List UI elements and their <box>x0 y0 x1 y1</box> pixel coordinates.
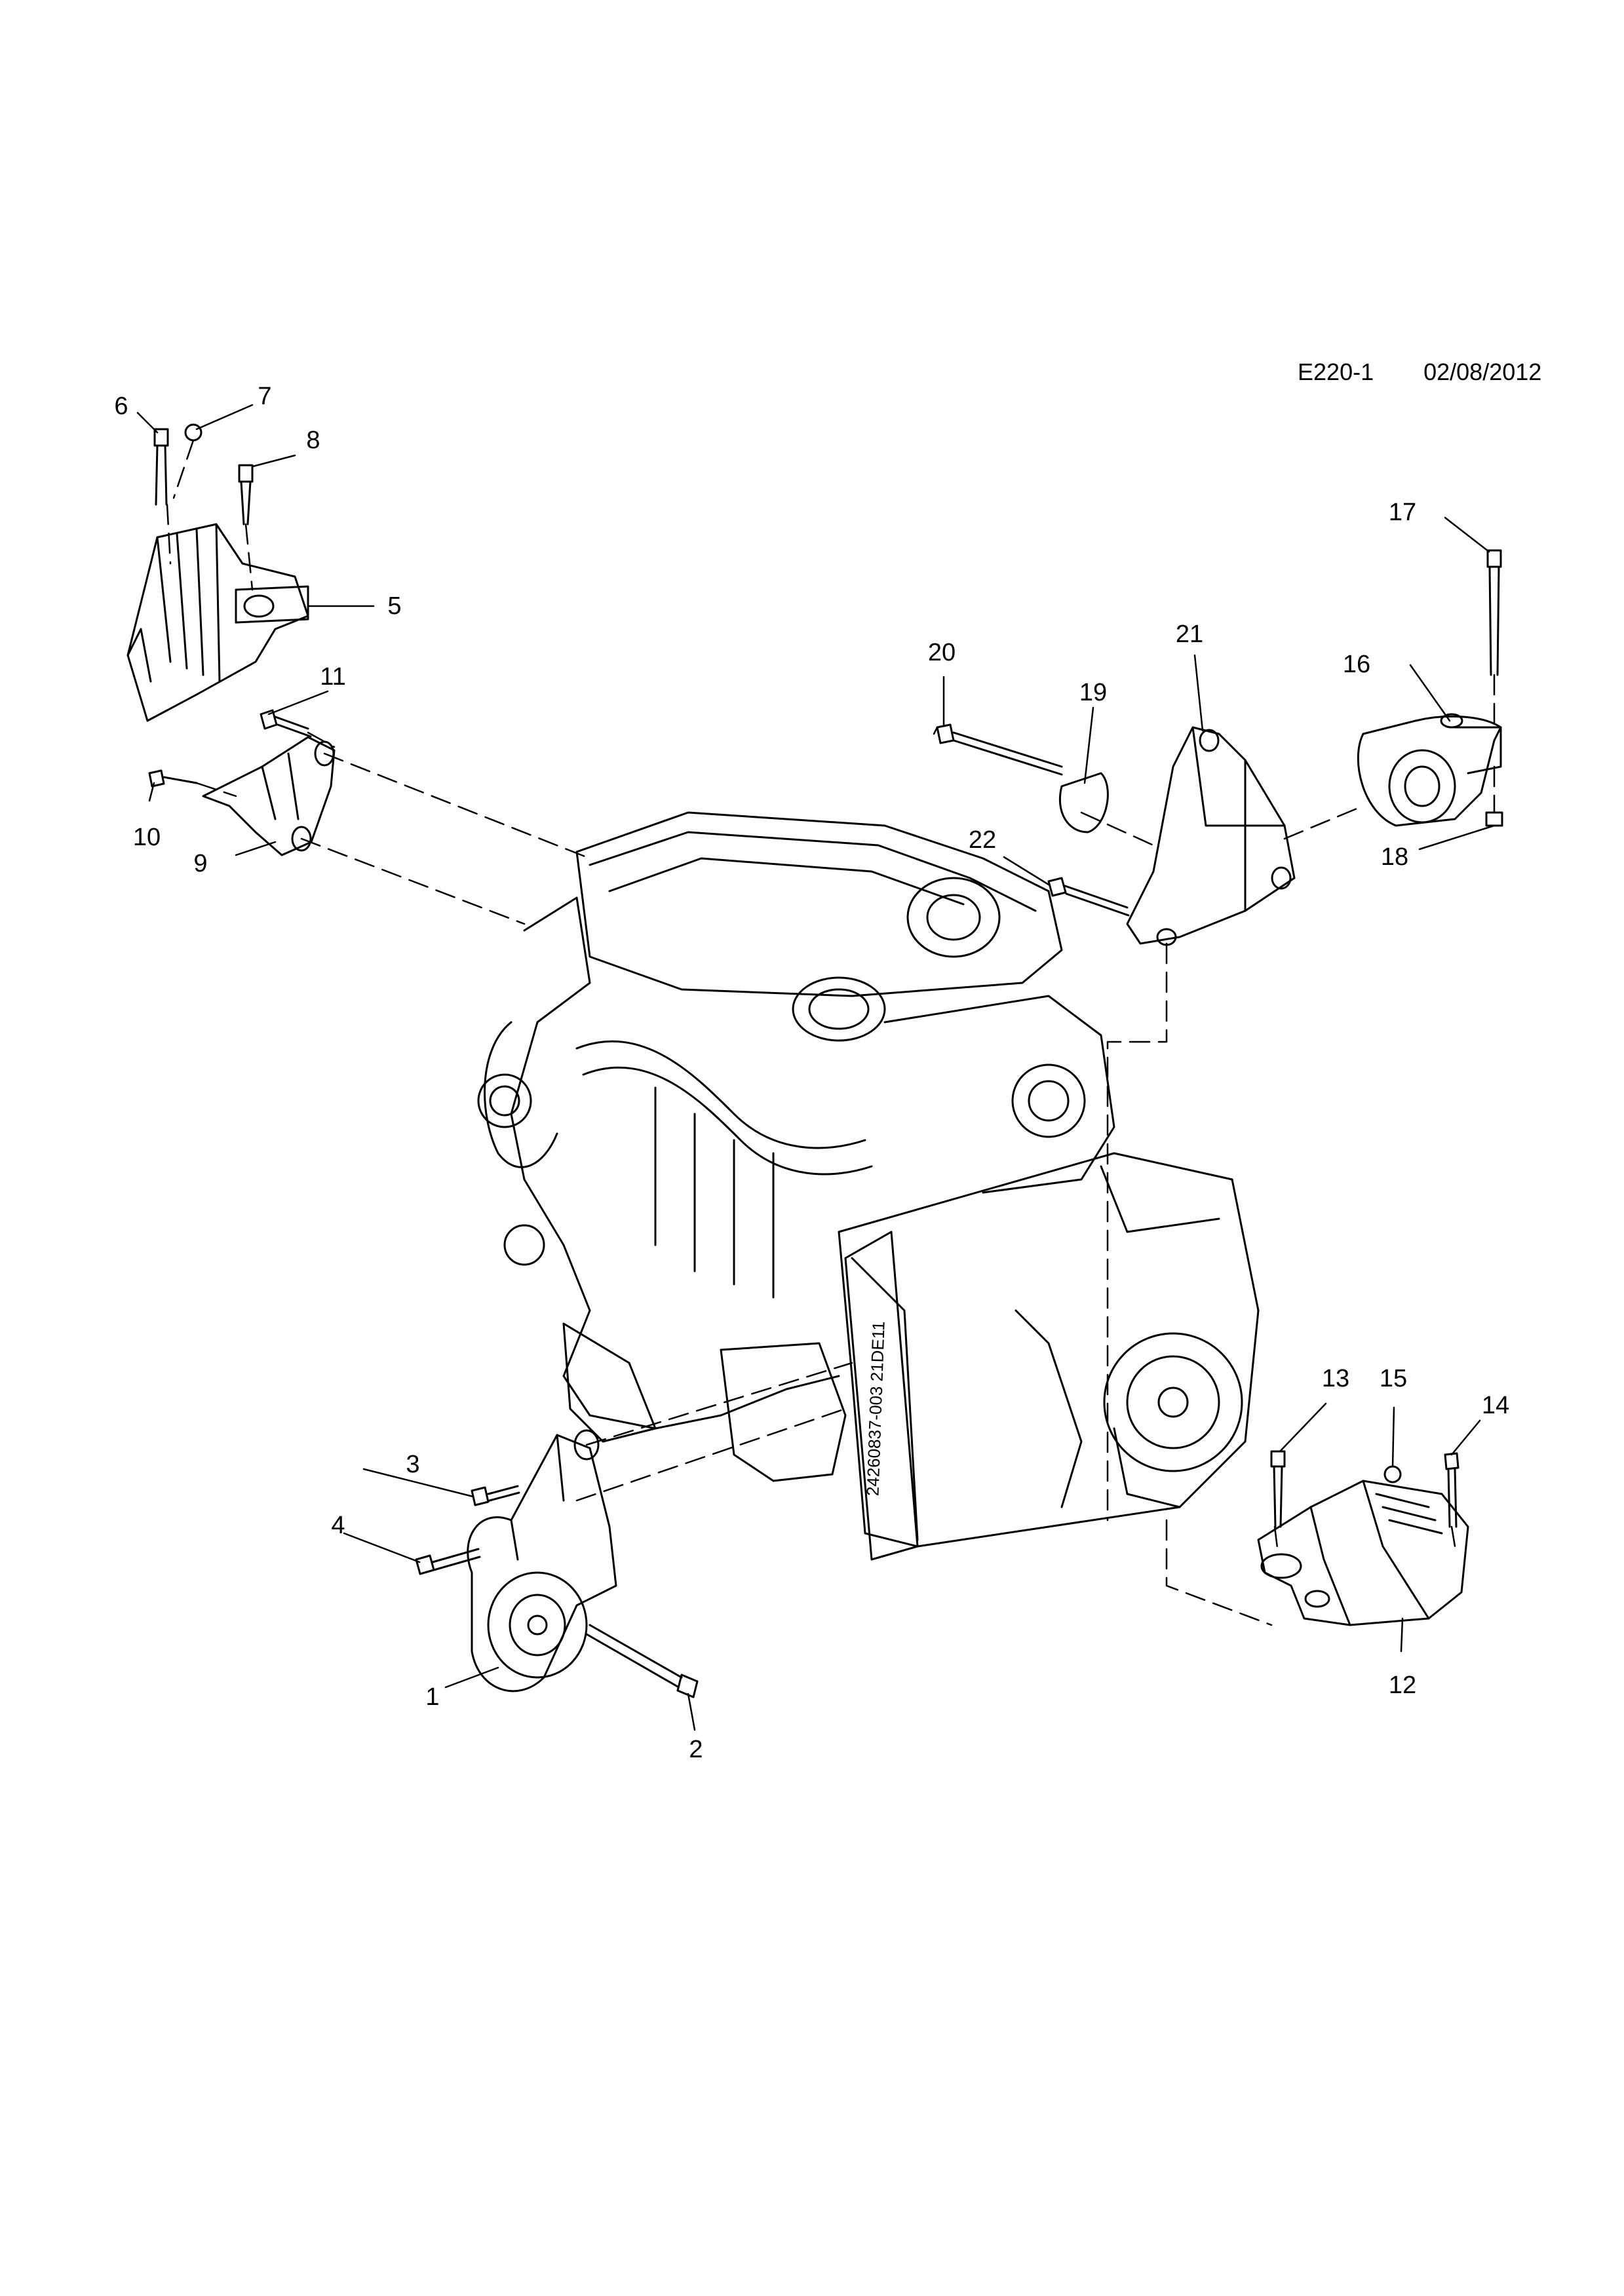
callout-11: 11 <box>320 663 346 691</box>
alignment-lines <box>166 439 1496 1626</box>
callout-16: 16 <box>1342 651 1371 678</box>
mount-bracket-9 <box>202 736 336 856</box>
mount-bracket-21 <box>1126 726 1296 946</box>
leader-lines <box>136 404 1496 1731</box>
callout-5: 5 <box>387 592 402 620</box>
lower-torque-mount-1 <box>467 1429 617 1693</box>
engine-transmission-assembly: 24260837-003 21DE11 <box>477 811 1260 1561</box>
shim-19 <box>1058 772 1109 833</box>
diagram-date: 02/08/2012 <box>1423 358 1542 385</box>
nut-18 <box>1485 811 1503 827</box>
callout-3: 3 <box>406 1451 420 1478</box>
bolt-17 <box>1486 549 1502 676</box>
nut-7 <box>184 423 203 442</box>
bolt-10 <box>148 769 198 788</box>
callout-12: 12 <box>1388 1672 1417 1699</box>
callout-8: 8 <box>306 427 320 454</box>
callout-13: 13 <box>1321 1365 1350 1392</box>
transmission-stamp: 24260837-003 21DE11 <box>862 1321 888 1497</box>
callout-20: 20 <box>927 639 956 666</box>
callout-22: 22 <box>968 826 997 854</box>
callout-17: 17 <box>1388 499 1417 526</box>
bolt-20 <box>936 723 1063 776</box>
callout-10: 10 <box>132 824 161 851</box>
engine-mount-upper-left <box>126 523 309 722</box>
callout-21: 21 <box>1175 621 1204 648</box>
left-mount-16 <box>1357 713 1502 827</box>
nut-15 <box>1383 1465 1402 1483</box>
callout-7: 7 <box>258 383 272 410</box>
bolt-14 <box>1444 1452 1460 1528</box>
diagram-header: E220-1 02/08/2012 <box>1285 331 1541 386</box>
callout-2: 2 <box>689 1736 703 1763</box>
transmission-mount-12 <box>1257 1480 1469 1626</box>
bolt-13 <box>1270 1450 1286 1528</box>
bolt-4 <box>415 1548 481 1575</box>
callout-15: 15 <box>1379 1365 1408 1392</box>
bolt-8 <box>238 464 254 526</box>
callout-6: 6 <box>114 392 128 420</box>
callout-1: 1 <box>425 1683 440 1711</box>
callout-9: 9 <box>193 850 208 877</box>
bolt-3 <box>471 1485 520 1506</box>
bolt-2 <box>585 1624 699 1698</box>
bolt-6 <box>153 428 169 506</box>
callout-19: 19 <box>1079 679 1108 706</box>
bolt-11 <box>260 709 312 738</box>
callout-14: 14 <box>1481 1392 1510 1419</box>
diagram-code: E220-1 <box>1298 358 1374 385</box>
callout-4: 4 <box>331 1512 345 1539</box>
callout-18: 18 <box>1380 843 1409 871</box>
bolt-22 <box>1047 877 1130 917</box>
